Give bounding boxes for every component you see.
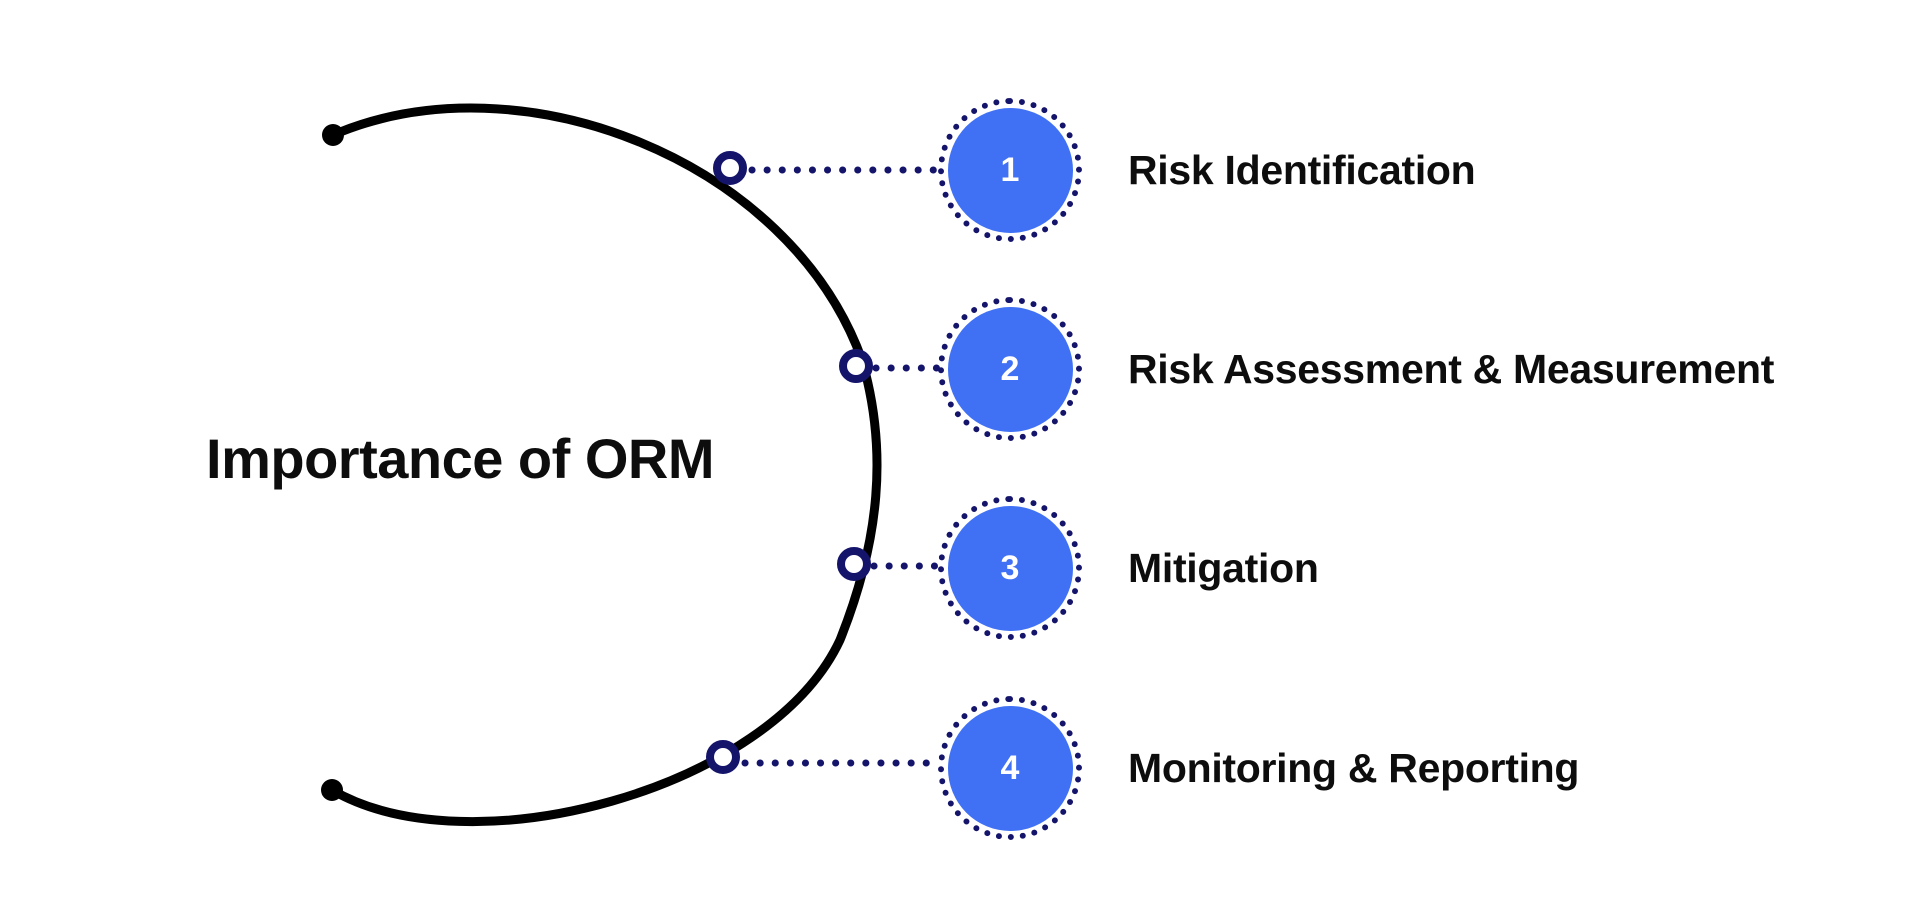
step-row-3[interactable]: 3 Mitigation [930,488,1319,648]
arc-node-2[interactable] [839,349,873,383]
step-badge-4[interactable]: 4 [930,688,1090,848]
step-row-1[interactable]: 1 Risk Identification [930,90,1476,250]
step-label-2: Risk Assessment & Measurement [1128,345,1775,392]
badge-circle-1[interactable]: 1 [947,107,1073,233]
badge-number-4: 4 [1000,749,1020,787]
arc-node-1[interactable] [713,151,747,185]
step-row-4[interactable]: 4 Monitoring & Reporting [930,688,1579,848]
page-title: Importance of ORM [206,427,714,490]
step-badge-1[interactable]: 1 [930,90,1090,250]
arc-node-3[interactable] [837,547,871,581]
badge-circle-4[interactable]: 4 [947,705,1073,831]
step-badge-3[interactable]: 3 [930,488,1090,648]
arc-node-4[interactable] [706,740,740,774]
arc-end-dot [321,779,343,801]
dotted-ring-icon-2 [938,297,1082,441]
step-row-2[interactable]: 2 Risk Assessment & Measurement [930,289,1774,449]
step-badge-2[interactable]: 2 [930,289,1090,449]
dotted-ring-icon-3 [938,496,1082,640]
step-label-4: Monitoring & Reporting [1128,744,1580,791]
dotted-ring-icon-1 [938,98,1082,242]
step-label-3: Mitigation [1128,544,1319,591]
badge-circle-3[interactable]: 3 [947,505,1073,631]
badge-circle-2[interactable]: 2 [947,306,1073,432]
dotted-ring-icon-4 [938,696,1082,840]
step-label-1: Risk Identification [1128,146,1476,193]
badge-number-1: 1 [1000,151,1020,189]
badge-number-3: 3 [1000,549,1020,587]
badge-number-2: 2 [1000,350,1020,388]
arc-start-dot [322,124,344,146]
